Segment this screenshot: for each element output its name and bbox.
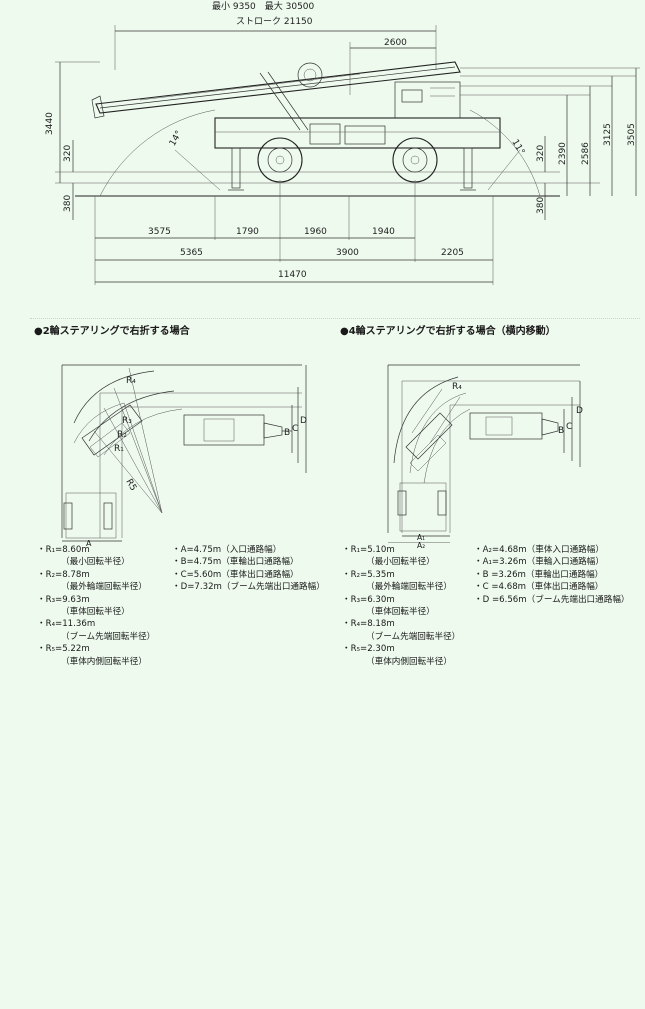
four-wheel-width-legend: ・A₂=4.68m（車体入口通路幅） ・A₁=3.26m（車輪入口通路幅） ・B…	[474, 544, 630, 606]
a1-right-item: ・A₁=3.26m（車輪入口通路幅）	[474, 557, 604, 568]
c-left-item: ・C=5.60m（車体出口通路幅）	[172, 569, 299, 580]
four-wheel-turn-diagram: B C D R₄	[387, 364, 583, 543]
two-wheel-steering-section: ●2輪ステアリングで右折する場合 B C D R₄ R	[34, 322, 334, 548]
r4-left-note: （ブーム先端回転半径）	[61, 631, 156, 642]
label-d-left: D	[300, 416, 307, 426]
b-right-item: ・B =3.26m（車輪出口通路幅）	[474, 569, 604, 580]
a2-right-item: ・A₂=4.68m（車体入口通路幅）	[474, 545, 604, 555]
dim-2586: 2586	[581, 142, 591, 165]
label-a1-right: A₁	[417, 533, 426, 542]
crane-side-elevation-drawing: 最小 9350 最大 30500 ストローク 21150 2600 3440 3…	[45, 0, 640, 285]
r2-right-item: ・R₂=5.35m	[342, 569, 395, 580]
r4-right-item: ・R₄=8.18m	[342, 619, 395, 630]
four-wheel-steering-title: ●4輪ステアリングで右折する場合（横内移動）	[340, 326, 556, 337]
dim-3125: 3125	[603, 123, 613, 146]
label-a2-right: A₂	[417, 541, 426, 550]
b-left-item: ・B=4.75m（車輪出口通路幅）	[172, 557, 299, 568]
two-wheel-turn-diagram: B C D R₄ R₃ R₂ R₁ R5	[61, 364, 307, 542]
two-wheel-radius-legend: ・R₁=8.60m （最小回転半径） ・R₂=8.78m （最外輪端回転半径） …	[37, 544, 155, 668]
r3-right-item: ・R₃=6.30m	[342, 594, 395, 605]
dim-1960: 1960	[304, 227, 327, 237]
r2-left-item: ・R₂=8.78m	[37, 569, 90, 580]
a-left-item: ・A=4.75m（入口通路幅）	[172, 545, 282, 555]
four-wheel-steering-section: ●4輪ステアリングで右折する場合（横内移動） B C D R₄	[340, 322, 640, 550]
dim-3900: 3900	[336, 248, 359, 258]
dim-11-deg: 11°	[509, 138, 526, 157]
dim-3505: 3505	[627, 123, 637, 146]
label-r2-left: R₂	[117, 430, 127, 440]
d-right-item: ・D =6.56m（ブーム先端出口通路幅）	[474, 594, 630, 605]
dim-380-left: 380	[63, 195, 73, 212]
dim-380-right: 380	[536, 197, 546, 214]
label-c-left: C	[292, 424, 298, 434]
r4-left-item: ・R₄=11.36m	[37, 619, 96, 630]
label-r5-left: R5	[123, 478, 138, 493]
dim-320-right: 320	[536, 145, 546, 162]
label-d-right: D	[576, 406, 583, 416]
dim-14-deg: 14°	[168, 129, 185, 148]
two-wheel-steering-title: ●2輪ステアリングで右折する場合	[34, 326, 190, 337]
r1-right-note: （最小回転半径）	[366, 557, 435, 568]
label-r1-left: R₁	[114, 444, 124, 454]
two-wheel-width-legend: ・A=4.75m（入口通路幅） ・B=4.75m（車輪出口通路幅） ・C=5.6…	[172, 544, 325, 594]
label-b-left: B	[284, 428, 290, 438]
d-left-item: ・D=7.32m（ブーム先端出口通路幅）	[172, 582, 325, 593]
dim-5365: 5365	[180, 248, 203, 258]
boom-stroke-label: ストローク 21150	[236, 16, 313, 27]
dim-2205: 2205	[441, 248, 464, 258]
dim-3440: 3440	[45, 112, 55, 135]
r4-right-note: （ブーム先端回転半径）	[366, 631, 461, 642]
label-b-right: B	[558, 426, 564, 436]
dim-2390: 2390	[558, 142, 568, 165]
r5-right-note: （車体内側回転半径）	[366, 656, 452, 667]
r5-right-item: ・R₅=2.30m	[342, 644, 395, 655]
label-a-left: A	[86, 539, 92, 548]
r2-right-note: （最外輪端回転半径）	[366, 582, 452, 593]
label-r3-left: R₃	[122, 416, 132, 426]
r5-left-note: （車体内側回転半径）	[61, 656, 147, 667]
label-r4-right: R₄	[452, 382, 462, 392]
dim-3575: 3575	[148, 227, 171, 237]
r5-left-item: ・R₅=5.22m	[37, 644, 90, 655]
dim-1790: 1790	[236, 227, 259, 237]
dim-1940: 1940	[372, 227, 395, 237]
r2-left-note: （最外輪端回転半径）	[61, 582, 147, 593]
label-r4-left: R₄	[126, 376, 136, 386]
dim-2600: 2600	[384, 38, 407, 48]
r1-left-note: （最小回転半径）	[61, 557, 130, 568]
dim-11470: 11470	[278, 270, 307, 280]
r3-right-note: （車体回転半径）	[366, 607, 435, 618]
four-wheel-radius-legend: ・R₁=5.10m （最小回転半径） ・R₂=5.35m （最外輪端回転半径） …	[342, 544, 460, 668]
r1-right-item: ・R₁=5.10m	[342, 545, 395, 555]
boom-min-max-label: 最小 9350 最大 30500	[212, 0, 315, 12]
dim-320-left: 320	[63, 145, 73, 162]
r3-left-item: ・R₃=9.63m	[37, 594, 90, 605]
section-divider	[30, 318, 640, 319]
c-right-item: ・C =4.68m（車体出口通路幅）	[474, 582, 604, 593]
r1-left-item: ・R₁=8.60m	[37, 545, 90, 555]
label-c-right: C	[566, 422, 572, 432]
r3-left-note: （車体回転半径）	[61, 607, 130, 618]
